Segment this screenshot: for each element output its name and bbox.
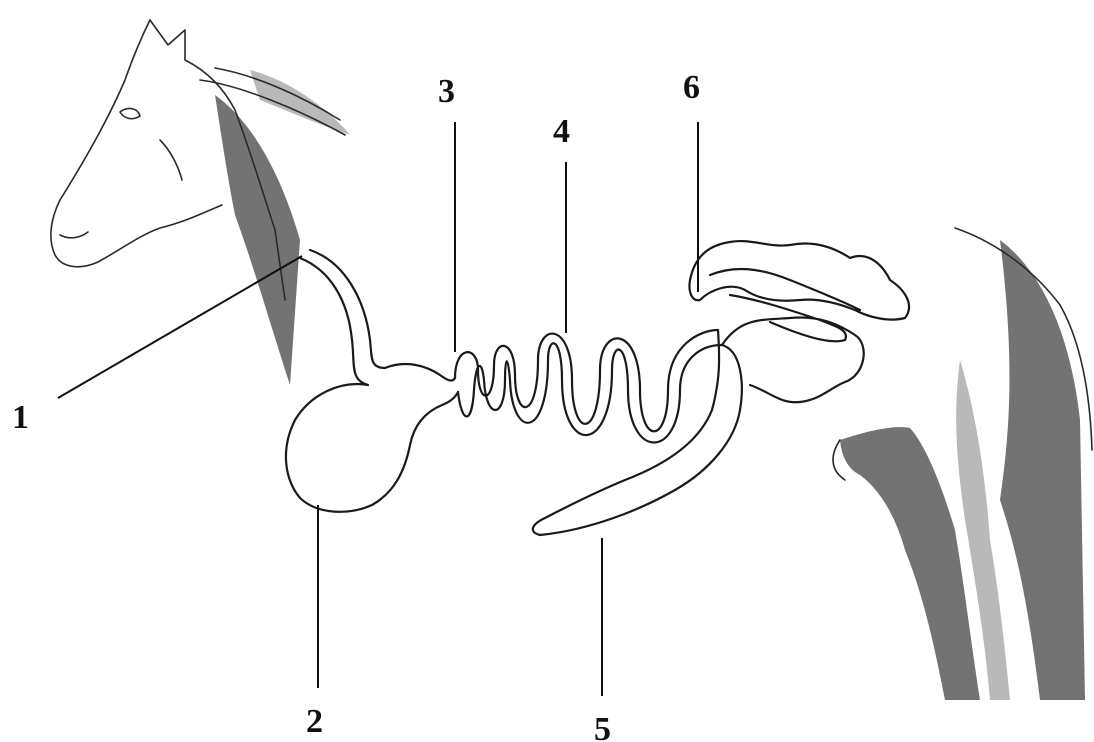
large-colon-outline <box>689 241 909 402</box>
label-4: 4 <box>553 113 570 150</box>
label-3: 3 <box>438 73 455 110</box>
stomach-outline <box>286 364 458 512</box>
label-2: 2 <box>306 703 323 740</box>
small-intestine-outline <box>455 330 722 443</box>
label-6: 6 <box>683 69 700 106</box>
label-1: 1 <box>12 399 29 436</box>
digestive-tract <box>286 241 909 535</box>
leader-line-1 <box>58 256 302 398</box>
horse-hindquarters-illustration <box>833 228 1092 700</box>
leader-lines <box>58 122 698 696</box>
esophagus-outline <box>300 250 385 385</box>
horse-head-illustration <box>51 20 350 385</box>
label-5: 5 <box>594 711 611 742</box>
